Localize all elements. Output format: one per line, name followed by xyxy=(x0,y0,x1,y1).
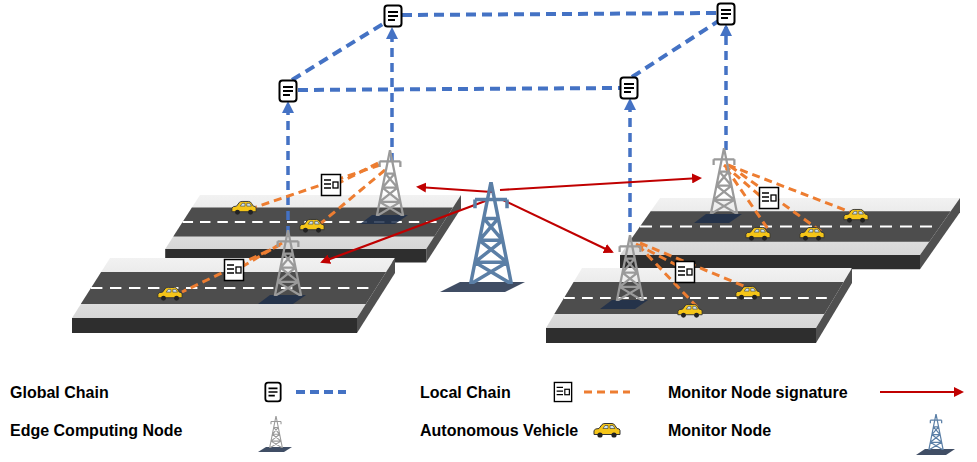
legend-text: Monitor Node xyxy=(668,421,771,440)
legend-text: Edge Computing Node xyxy=(10,421,182,440)
legend-text: Global Chain xyxy=(10,383,109,402)
legend-text: Local Chain xyxy=(420,383,511,402)
legend-text: Autonomous Vehicle xyxy=(420,421,578,440)
legend-text: Monitor Node signature xyxy=(668,383,848,402)
